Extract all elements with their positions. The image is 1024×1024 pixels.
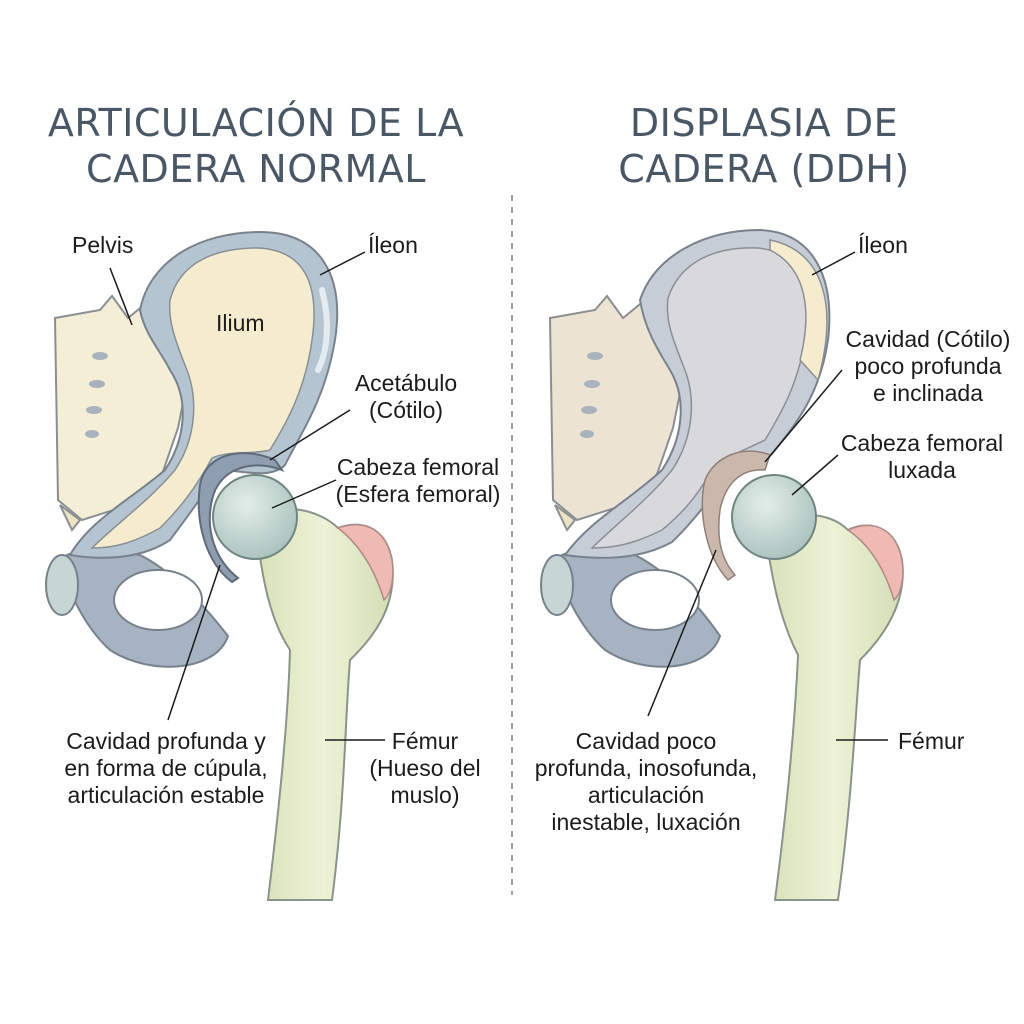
femur-shaft-ddh [763, 514, 904, 901]
label-femur-ddh: Fémur [898, 728, 965, 754]
label-ileon-normal: Íleon [368, 232, 418, 258]
ddh-hip-illustration [540, 228, 904, 901]
label-cabeza-normal: Cabeza femoral (Esfera femoral) [335, 454, 501, 507]
label-cabeza-ddh: Cabeza femoral luxada [840, 430, 1004, 483]
obturator-foramen-ddh [610, 569, 700, 631]
acetabulum-cup [197, 452, 285, 584]
label-pelvis: Pelvis [72, 232, 134, 258]
title-normal: ARTICULACIÓN DE LA CADERA NORMAL [47, 101, 465, 191]
greater-trochanter-ddh [846, 524, 904, 602]
femoral-head [212, 474, 298, 560]
label-cavidad-normal: Cavidad profunda y en forma de cúpula, a… [64, 728, 268, 808]
label-cavidad-cotilo: Cavidad (Cótilo) poco profunda e inclina… [845, 326, 1011, 406]
shallow-acetabulum [701, 450, 771, 581]
label-femur-normal: Fémur (Hueso del muslo) [369, 728, 481, 808]
greater-trochanter [336, 524, 394, 602]
label-acetabulo: Acetábulo (Cótilo) [354, 370, 458, 423]
obturator-foramen [113, 569, 203, 631]
pubic-symphysis [45, 554, 79, 616]
normal-hip-illustration [45, 230, 394, 901]
label-ilium: Ilium [216, 310, 265, 336]
ilium-body [90, 247, 315, 549]
label-cavidad-ddh: Cavidad poco profunda, inosofunda, artic… [534, 728, 758, 835]
title-ddh: DISPLASIA DE CADERA (DDH) [618, 101, 910, 191]
label-ileon-ddh: Íleon [858, 232, 908, 258]
dislocated-femoral-head [731, 474, 817, 560]
